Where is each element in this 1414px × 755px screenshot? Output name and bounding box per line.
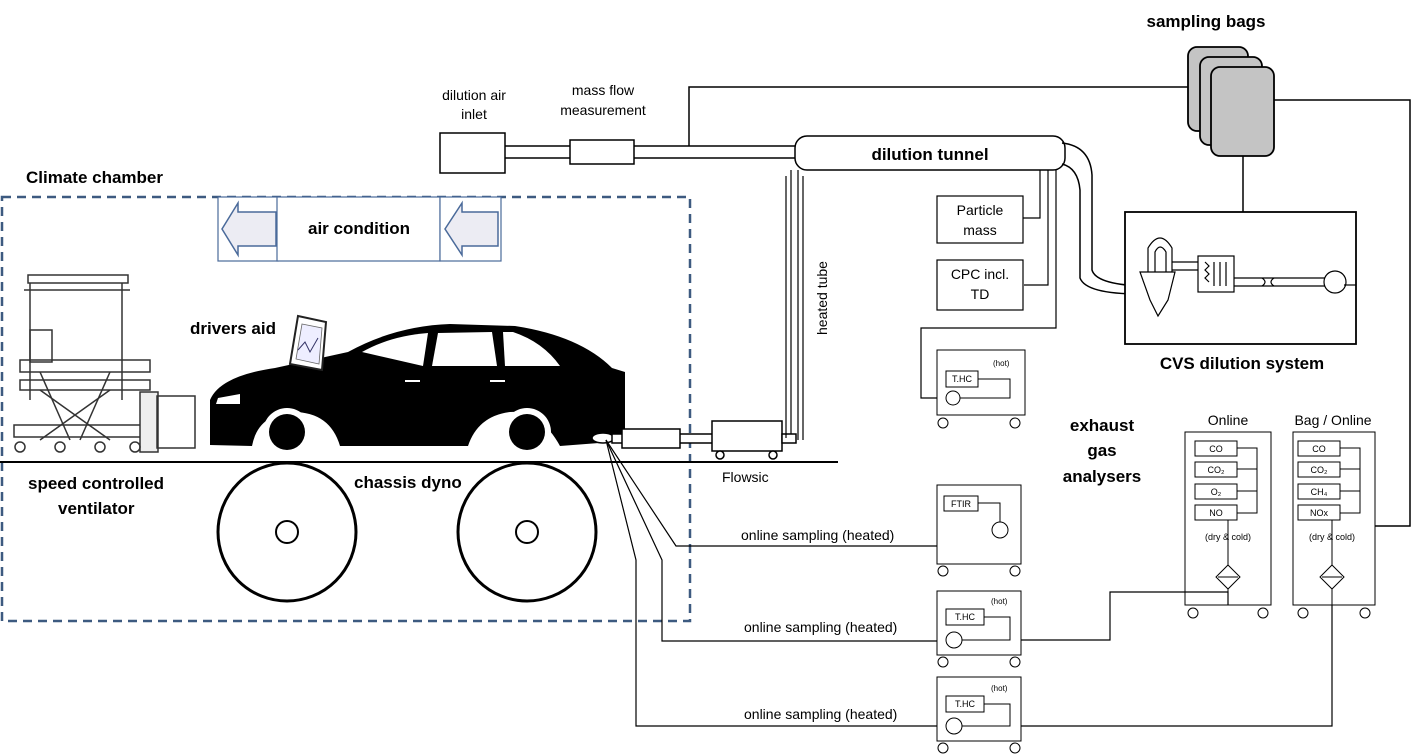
particle-mass-label-1: Particle [957, 202, 1004, 218]
chassis-dyno-label: chassis dyno [354, 473, 462, 492]
dilution-air-inlet-box [439, 132, 506, 174]
online-gas-3: O₂ [1211, 487, 1222, 497]
particle-mass-box [936, 195, 1024, 244]
cpc-label-2: TD [971, 286, 990, 302]
ftir-unit [936, 484, 1022, 577]
online-gas-4: NO [1209, 508, 1223, 518]
exhaust-label-1: exhaust [1070, 416, 1135, 435]
drivers-aid-monitor-icon [288, 314, 328, 372]
bag-online-gas-1: CO [1312, 444, 1326, 454]
online-note: (dry & cold) [1205, 532, 1251, 542]
thc-bottom-tag: (hot) [991, 684, 1008, 693]
cpc-label-1: CPC incl. [951, 266, 1009, 282]
tunnel-to-cvs-duct [1061, 142, 1141, 295]
bag-online-label: Bag / Online [1294, 412, 1371, 428]
online-analyser-cabinet [1184, 431, 1272, 619]
mass-flow-label-1: mass flow [572, 82, 635, 98]
exhaust-label-2: gas [1087, 441, 1116, 460]
online-sampling-label-3: online sampling (heated) [744, 706, 897, 722]
sampling-bags-icon [1187, 46, 1275, 157]
climate-chamber-label: Climate chamber [26, 168, 163, 187]
mass-flow-label-2: measurement [560, 102, 646, 118]
speed-controlled-ventilator [13, 274, 196, 453]
climate-chamber-boundary [0, 195, 692, 623]
bag-online-note: (dry & cold) [1309, 532, 1355, 542]
car-icon [210, 324, 625, 456]
air-condition-unit: air condition [217, 196, 502, 262]
online-gas-2: CO₂ [1208, 465, 1226, 475]
dilution-air-inlet-label-2: inlet [461, 106, 487, 122]
thc-top-tag: (hot) [993, 359, 1010, 368]
bag-online-gas-4: NOx [1310, 508, 1329, 518]
particle-mass-label-2: mass [963, 222, 996, 238]
sampling-bags-label: sampling bags [1146, 12, 1265, 31]
dilution-tunnel [794, 135, 1066, 171]
cvs-internals [1139, 237, 1356, 318]
heated-tube [785, 170, 804, 440]
dilution-air-pipe [505, 145, 795, 159]
thc-mid-box-label: T.HC [955, 612, 976, 622]
bag-online-analyser-cabinet [1292, 431, 1376, 619]
online-sampling-label-2: online sampling (heated) [744, 619, 897, 635]
ventilator-label-line1: speed controlled [28, 474, 164, 493]
exhaust-label-3: analysers [1063, 467, 1141, 486]
ventilator-label-line2: ventilator [58, 499, 135, 518]
exhaust-pipe [591, 420, 797, 460]
drivers-aid-label: drivers aid [190, 319, 276, 338]
thc-unit-mid [936, 590, 1022, 668]
bag-online-gas-3: CH₄ [1311, 487, 1328, 497]
air-arrow-right-icon [444, 200, 499, 258]
online-gas-1: CO [1209, 444, 1223, 454]
thc-unit-top [936, 349, 1026, 429]
dilution-air-inlet-label-1: dilution air [442, 87, 506, 103]
dilution-tunnel-label: dilution tunnel [871, 145, 988, 164]
thc-unit-bottom [936, 676, 1022, 754]
heated-tube-label: heated tube [814, 261, 830, 335]
online-sampling-label-1: online sampling (heated) [741, 527, 894, 543]
cvs-dilution-system-label: CVS dilution system [1160, 354, 1324, 373]
thc-bottom-box-label: T.HC [955, 699, 976, 709]
thc-top-box-label: T.HC [952, 374, 973, 384]
online-label: Online [1208, 412, 1249, 428]
mass-flow-measurement-box [569, 139, 635, 165]
cpc-box [936, 259, 1024, 311]
bag-online-gas-2: CO₂ [1311, 465, 1329, 475]
thc-mid-tag: (hot) [991, 597, 1008, 606]
chassis-dyno-rollers [216, 461, 598, 603]
flowsic-label: Flowsic [722, 469, 769, 485]
online-sampling-lines [605, 439, 1333, 727]
ftir-box-label: FTIR [951, 499, 971, 509]
air-arrow-left-icon [221, 200, 277, 258]
air-condition-label: air condition [308, 219, 410, 238]
